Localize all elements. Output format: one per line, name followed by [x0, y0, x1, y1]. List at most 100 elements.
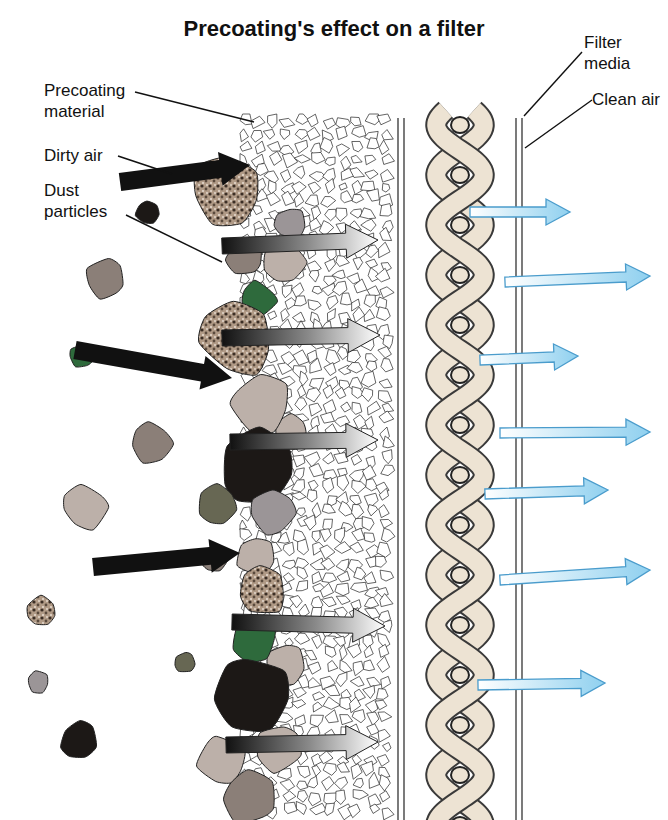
precoat-grain — [323, 697, 340, 710]
precoat-grain — [278, 363, 293, 375]
dust-particle — [133, 422, 174, 464]
precoat-grain — [361, 181, 375, 191]
precoat-grain — [366, 479, 378, 491]
precoat-grain — [382, 450, 392, 464]
precoat-grain — [378, 242, 390, 258]
fiber-loop — [451, 667, 469, 683]
dust-particle — [230, 375, 287, 434]
precoat-grain — [354, 279, 367, 293]
precoat-grain — [323, 477, 334, 493]
clean-air-arrow — [500, 419, 650, 445]
precoat-grain — [307, 127, 320, 140]
precoat-grain — [282, 285, 292, 298]
precoat-grain — [382, 183, 390, 192]
precoat-grain — [377, 755, 389, 767]
precoat-grain — [335, 387, 346, 398]
fiber-loop — [451, 817, 469, 820]
precoat-grain — [320, 529, 331, 542]
fiber-loop — [451, 367, 469, 383]
air-flow-arrow — [226, 726, 378, 760]
precoat-grain — [268, 180, 276, 193]
dust-particle — [61, 721, 97, 758]
dust-particle — [86, 259, 123, 300]
precoat-grain — [292, 480, 305, 492]
precoat-grain — [240, 129, 248, 142]
precoat-grain — [336, 790, 346, 804]
precoat-grain — [347, 644, 361, 658]
precoat-grain — [325, 209, 337, 220]
dust-particle — [135, 201, 159, 223]
precoat-grain — [313, 702, 322, 712]
precoat-grain — [251, 130, 263, 142]
precoat-grain — [325, 259, 336, 272]
precoat-grain — [304, 515, 316, 530]
precoat-grain — [378, 346, 392, 357]
dirty-air-arrow — [119, 152, 250, 191]
precoat-grain — [322, 504, 335, 513]
fiber-loop — [451, 517, 469, 533]
precoat-grain — [377, 542, 391, 557]
precoat-grain — [323, 385, 333, 399]
precoat-grain — [367, 677, 381, 686]
precoat-grain — [321, 558, 335, 570]
precoat-grain — [321, 597, 336, 607]
leader-line — [524, 52, 582, 116]
precoat-grain — [327, 496, 337, 506]
precoat-grain — [340, 645, 348, 660]
precoat-grain — [240, 507, 251, 521]
precoat-grain — [325, 178, 334, 193]
diagram-title: Precoating's effect on a filter — [0, 18, 668, 39]
precoat-grain — [310, 715, 323, 727]
precoat-grain — [325, 157, 335, 166]
precoat-grain — [364, 597, 378, 608]
precoat-grain — [367, 401, 380, 415]
precoat-grain — [379, 505, 390, 518]
precoat-grain — [379, 379, 392, 388]
dust-particle — [64, 484, 109, 530]
precoat-grain — [361, 388, 372, 402]
precoat-grain — [378, 729, 390, 742]
precoat-grain — [379, 411, 394, 423]
precoat-grain — [291, 700, 305, 709]
precoat-grain — [293, 455, 305, 467]
precoat-grain — [294, 193, 303, 207]
precoat-grain — [334, 542, 351, 554]
precoat-grain — [362, 465, 376, 480]
precoat-grain — [325, 646, 336, 657]
leader-line — [525, 100, 592, 148]
dust-particle — [28, 671, 47, 693]
dust-particle — [224, 770, 275, 820]
precoat-grain — [310, 358, 322, 373]
precoat-grain — [306, 388, 321, 402]
dust-particles — [27, 157, 307, 820]
part-label: Clean air — [592, 89, 664, 110]
precoat-grain — [327, 309, 335, 322]
precoat-grain — [296, 580, 307, 590]
precoat-grain — [335, 528, 345, 543]
leader-lines — [118, 52, 592, 262]
precoat-grain — [297, 567, 308, 580]
fiber-loop — [451, 117, 469, 133]
precoat-grain — [240, 141, 252, 151]
precoat-grain — [352, 141, 363, 151]
precoat-grain — [379, 140, 389, 154]
precoat-grain — [366, 259, 378, 268]
precoat-grain — [353, 790, 368, 800]
precoat-grain — [367, 189, 380, 201]
precoat-grain — [381, 169, 395, 182]
precoat-grain — [337, 571, 350, 582]
precoat-grain — [336, 144, 349, 156]
fiber-loop — [451, 317, 469, 333]
precoat-grain — [364, 295, 375, 307]
clean-air-arrows — [470, 199, 650, 696]
precoat-grain — [263, 129, 274, 139]
precoat-grain — [375, 700, 387, 710]
precoat-grain — [320, 545, 335, 559]
precoat-grain — [360, 208, 376, 219]
precoat-grain — [325, 710, 338, 723]
precoat-grain — [336, 208, 347, 221]
precoat-grain — [312, 286, 322, 294]
precoat-grain — [353, 257, 363, 270]
precoat-grain — [361, 219, 376, 231]
precoat-grain — [352, 528, 365, 541]
